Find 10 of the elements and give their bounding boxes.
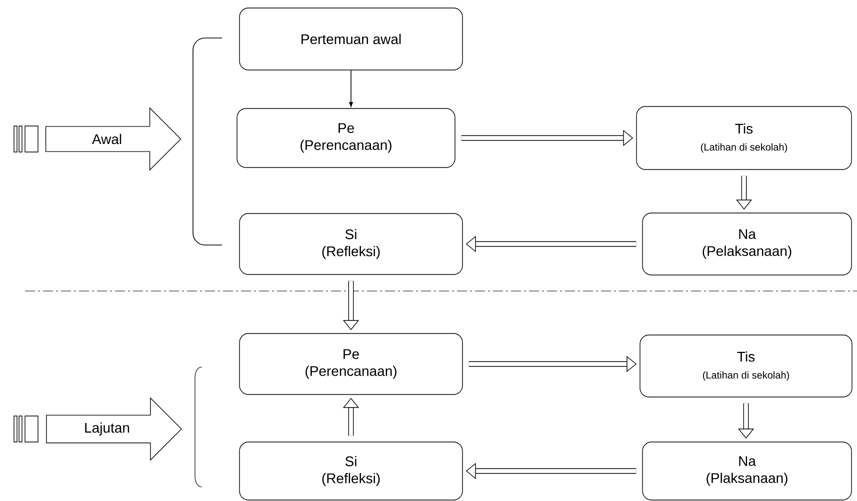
process-box: Si (Refleksi) bbox=[239, 442, 463, 500]
process-box: Tis (Latihan di sekolah) bbox=[640, 334, 852, 398]
process-box: Pe (Perencanaan) bbox=[239, 333, 463, 395]
process-box: Pertemuan awal bbox=[239, 8, 463, 70]
process-box: Si (Refleksi) bbox=[239, 213, 463, 275]
arrow bbox=[349, 70, 353, 107]
process-box: Pe (Perencanaan) bbox=[236, 108, 456, 168]
process-box: Tis (Latihan di sekolah) bbox=[636, 106, 852, 170]
process-box: Na (Pelaksanaan) bbox=[642, 212, 852, 276]
process-box: Na (Plaksanaan) bbox=[642, 442, 852, 500]
